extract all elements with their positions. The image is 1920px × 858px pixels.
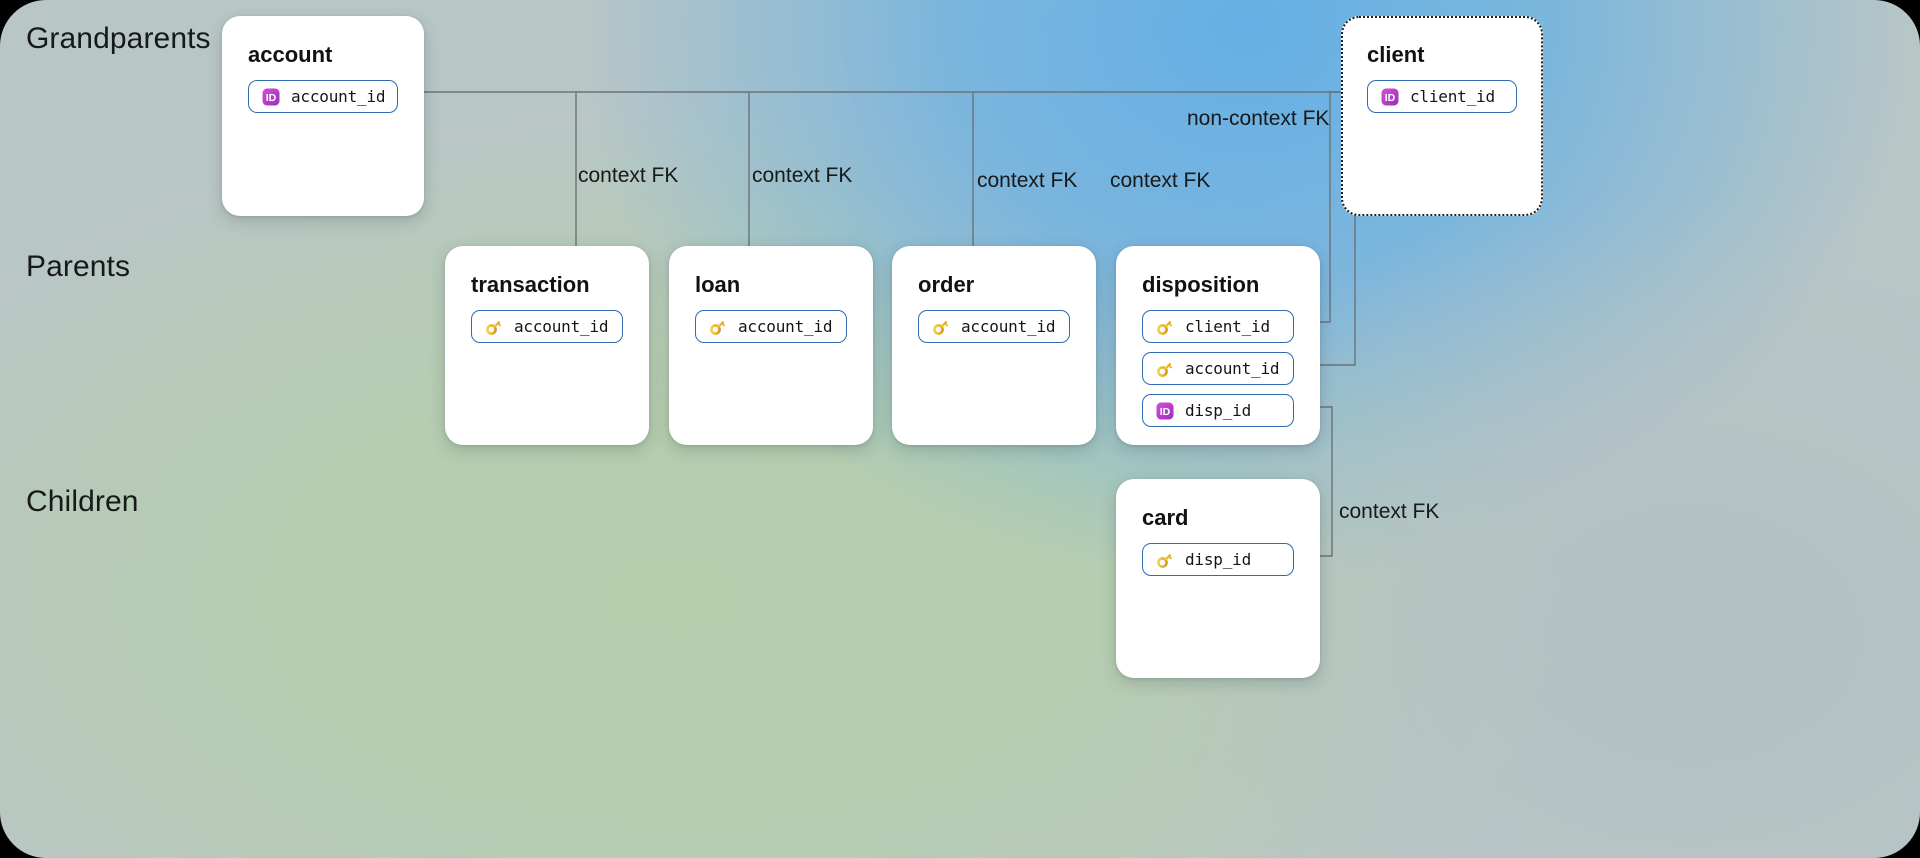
id-badge-icon: ID — [1381, 88, 1399, 105]
field-label: account_id — [291, 87, 386, 106]
entity-field-list: ID account_id — [248, 80, 398, 113]
row-title-grandparents: Grandparents — [26, 22, 211, 55]
field-disposition-account_id[interactable]: account_id — [1142, 352, 1294, 385]
entity-field-list: account_id — [918, 310, 1070, 343]
field-label: client_id — [1185, 317, 1270, 336]
entity-title-order: order — [918, 272, 975, 297]
field-label: disp_id — [1185, 550, 1252, 569]
row-title-parents: Parents — [26, 250, 131, 283]
entity-field-list: account_id — [471, 310, 623, 343]
field-label: client_id — [1410, 87, 1495, 106]
key-icon — [486, 320, 501, 335]
entity-title-client: client — [1367, 42, 1425, 67]
entity-title-loan: loan — [695, 272, 741, 297]
field-label: account_id — [1185, 359, 1280, 378]
field-transaction-account_id[interactable]: account_id — [471, 310, 623, 343]
svg-text:ID: ID — [1385, 92, 1396, 104]
entity-card-loan[interactable]: loan account_id — [669, 246, 873, 445]
edge-label-non-ctx-fk: non-context FK — [1187, 107, 1330, 130]
field-label: account_id — [738, 317, 833, 336]
edge-label-ctx-fk-3: context FK — [977, 169, 1078, 192]
field-account-account_id[interactable]: ID account_id — [248, 80, 398, 113]
edge-label-ctx-fk-2: context FK — [752, 164, 853, 187]
entity-title-card: card — [1142, 505, 1189, 530]
field-label: account_id — [514, 317, 609, 336]
field-disposition-disp_id[interactable]: ID disp_id — [1142, 394, 1294, 427]
field-disposition-client_id[interactable]: client_id — [1142, 310, 1294, 343]
edge-label-ctx-fk-5: context FK — [1339, 500, 1440, 523]
svg-text:ID: ID — [1160, 406, 1171, 418]
key-icon — [1157, 320, 1172, 335]
key-icon — [933, 320, 948, 335]
edge-label-ctx-fk-1: context FK — [578, 164, 679, 187]
entity-field-list: ID client_id — [1367, 80, 1517, 113]
svg-text:ID: ID — [266, 92, 277, 104]
entity-title-account: account — [248, 42, 333, 67]
entity-title-transaction: transaction — [471, 272, 590, 297]
entity-card-order[interactable]: order account_id — [892, 246, 1096, 445]
entity-card-card[interactable]: card disp_id — [1116, 479, 1320, 678]
key-icon — [1157, 553, 1172, 568]
row-title-children: Children — [26, 485, 139, 518]
field-label: disp_id — [1185, 401, 1252, 420]
field-label: account_id — [961, 317, 1056, 336]
entity-field-list: disp_id — [1142, 543, 1294, 576]
entity-title-disposition: disposition — [1142, 272, 1260, 297]
field-client-client_id[interactable]: ID client_id — [1367, 80, 1517, 113]
field-order-account_id[interactable]: account_id — [918, 310, 1070, 343]
id-badge-icon: ID — [262, 88, 280, 105]
field-loan-account_id[interactable]: account_id — [695, 310, 847, 343]
key-icon — [710, 320, 725, 335]
field-card-disp_id[interactable]: disp_id — [1142, 543, 1294, 576]
entity-card-transaction[interactable]: transaction account_id — [445, 246, 649, 445]
edge-label-ctx-fk-4: context FK — [1110, 169, 1211, 192]
id-badge-icon: ID — [1156, 402, 1174, 419]
key-icon — [1157, 362, 1172, 377]
entity-field-list: account_id — [695, 310, 847, 343]
